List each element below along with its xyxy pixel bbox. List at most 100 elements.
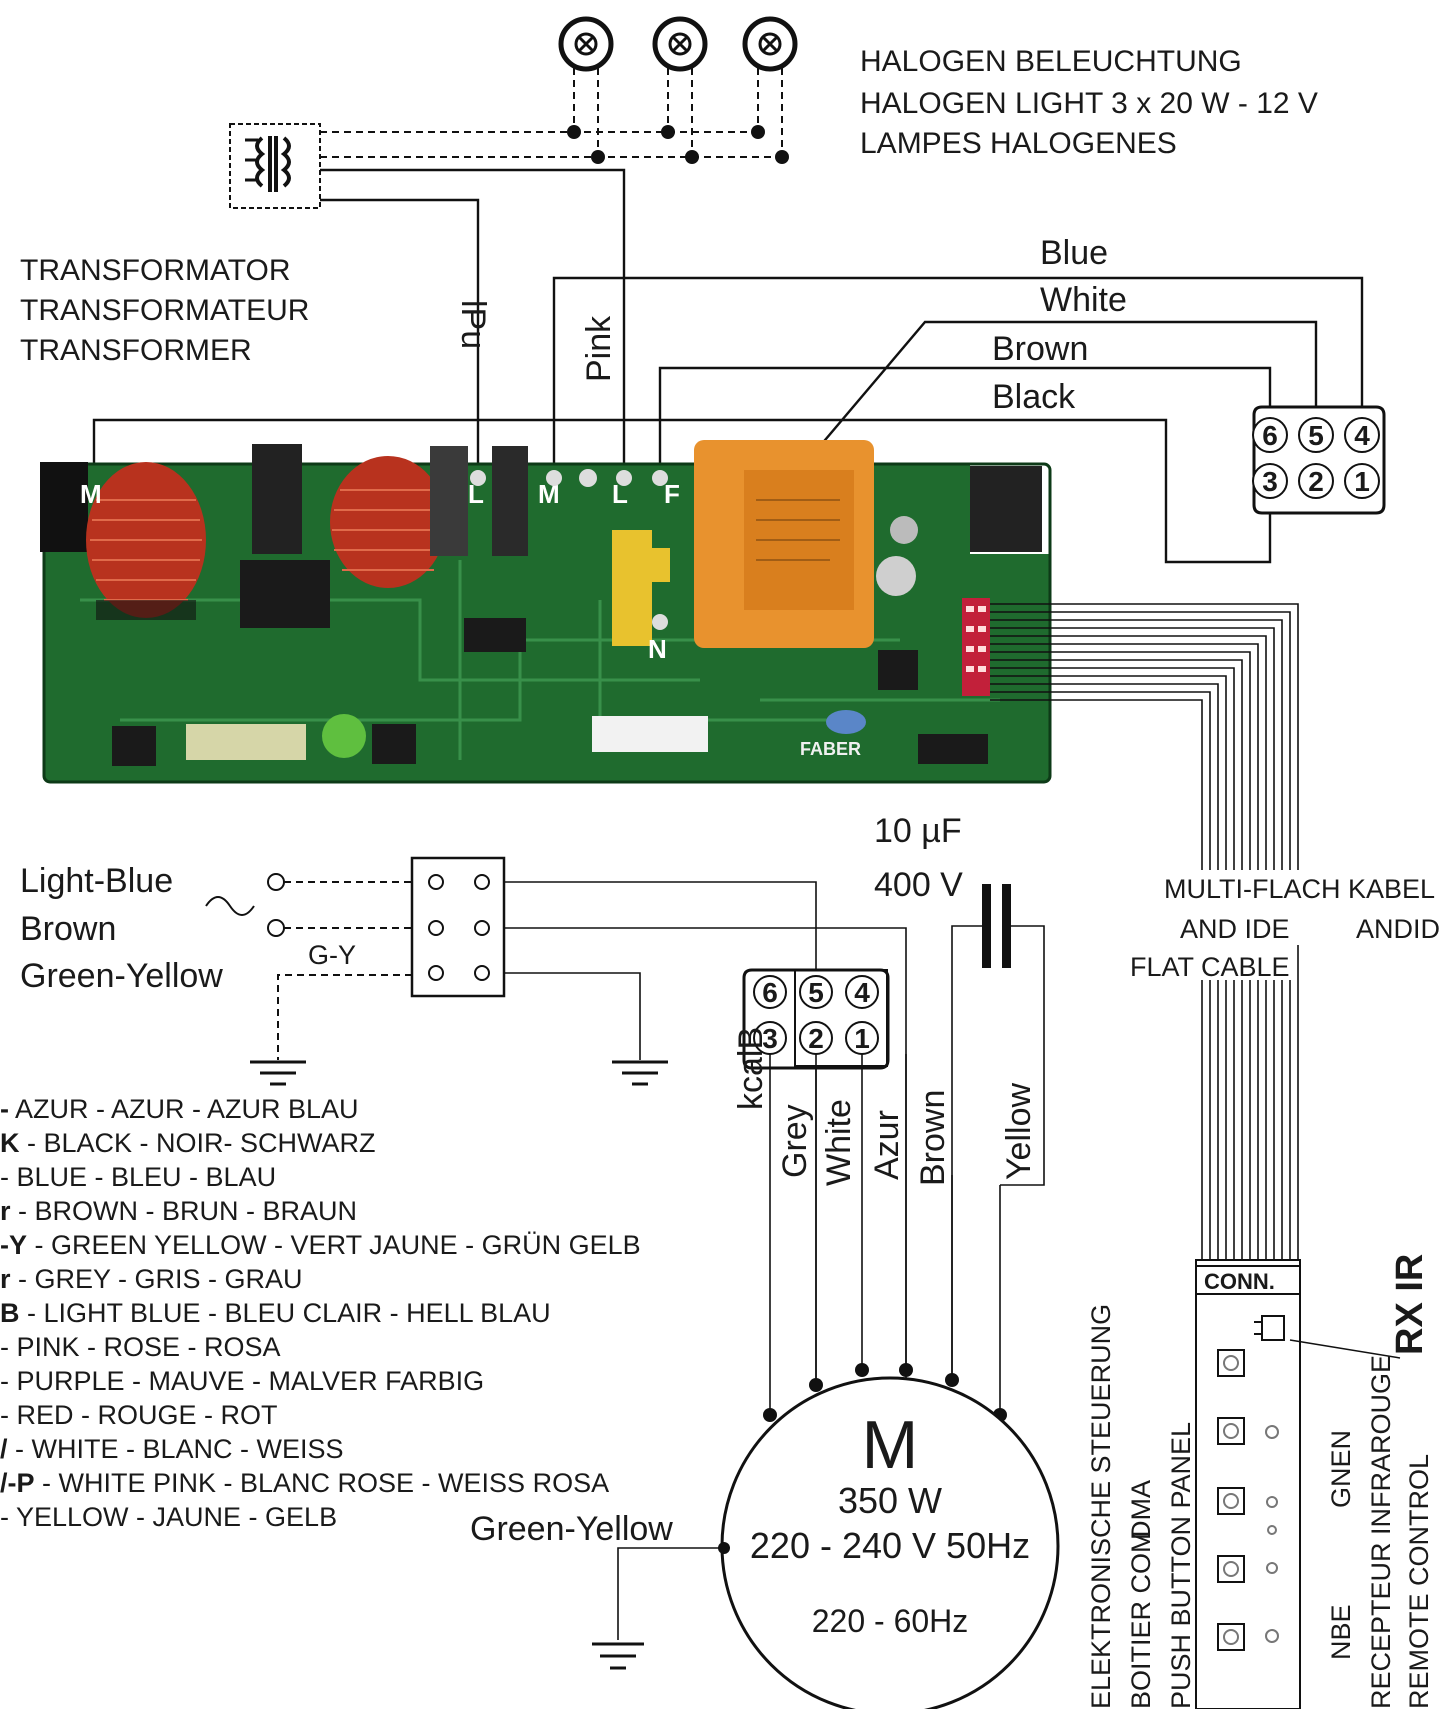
push-button-panel: CONN. bbox=[1195, 1259, 1401, 1709]
mains-gy-label: G-Y bbox=[308, 940, 356, 970]
motor-wire-label-brown: Brown bbox=[914, 1090, 952, 1186]
capacitor-value: 10 µF bbox=[874, 812, 962, 850]
motor-leads bbox=[769, 1054, 1001, 1415]
legend-text: - WHITE - BLANC - WEISS bbox=[8, 1434, 344, 1464]
panel-led-dots bbox=[1265, 1425, 1279, 1643]
legend-text: - PURPLE - MAUVE - MALVER FARBIG bbox=[0, 1366, 484, 1396]
legend-row: - PURPLE - MAUVE - MALVER FARBIG bbox=[0, 1366, 484, 1396]
halogen-lamp-2 bbox=[652, 16, 708, 72]
legend-row: - BLUE - BLEU - BLAU bbox=[0, 1162, 276, 1192]
motor-ground-wire bbox=[617, 1547, 724, 1640]
panel-label-ir-fr: RECEPTEUR INFRAROUGE bbox=[1366, 1355, 1396, 1709]
legend-text: - GREEN YELLOW - VERT JAUNE - GRÜN GELB bbox=[27, 1230, 641, 1260]
motor-wire-label-black: kcalB bbox=[732, 1027, 770, 1110]
connector-motor-pin-5: 5 bbox=[808, 977, 824, 1008]
wire-label-brown: Brown bbox=[992, 330, 1088, 368]
legend-row: -Y - GREEN YELLOW - VERT JAUNE - GRÜN GE… bbox=[0, 1230, 641, 1260]
legend-text: - YELLOW - JAUNE - GELB bbox=[0, 1502, 337, 1532]
flat-cable-label-de: MULTI-FLACH KABEL bbox=[1164, 874, 1435, 904]
board-pin-l2: L bbox=[612, 479, 628, 509]
mains-terminal-dots bbox=[267, 873, 285, 937]
board-transformer bbox=[694, 440, 874, 648]
transformer-label-de: TRANSFORMATOR bbox=[20, 254, 291, 287]
legend-key: r bbox=[0, 1264, 11, 1294]
mains-brown-label: Brown bbox=[20, 910, 116, 948]
panel-label-ir-en: REMOTE CONTROL bbox=[1404, 1454, 1434, 1709]
transformer-label-en: TRANSFORMER bbox=[20, 334, 252, 367]
legend-text: - BROWN - BRUN - BRAUN bbox=[11, 1196, 358, 1226]
legend-key: K bbox=[0, 1128, 20, 1158]
wire-mains-gy-ground bbox=[504, 972, 641, 1060]
wire-label-lpu: lPu bbox=[454, 300, 492, 349]
capacitor-voltage: 400 V bbox=[874, 866, 963, 904]
legend-row: r - BROWN - BRUN - BRAUN bbox=[0, 1196, 357, 1226]
legend-row: / - WHITE - BLANC - WEISS bbox=[0, 1434, 344, 1464]
motor-voltage: 220 - 240 V 50Hz bbox=[750, 1525, 1030, 1566]
connector-top-pin-1: 1 bbox=[1354, 466, 1370, 497]
motor-wire-label-yellow: Yellow bbox=[1000, 1083, 1038, 1180]
panel-conn-label: CONN. bbox=[1204, 1269, 1275, 1294]
wire-label-white: White bbox=[1040, 281, 1127, 319]
connector-motor-pin-6: 6 bbox=[762, 977, 778, 1008]
motor-power: 350 W bbox=[838, 1480, 942, 1521]
panel-label-fr-suffix: DMA bbox=[1126, 1480, 1156, 1540]
mains-light-blue-label: Light-Blue bbox=[20, 862, 173, 900]
legend-text: - LIGHT BLUE - BLEU CLAIR - HELL BLAU bbox=[20, 1298, 551, 1328]
board-pin-m1: M bbox=[80, 479, 102, 509]
legend-text: - GREY - GRIS - GRAU bbox=[11, 1264, 303, 1294]
legend-row: /-P - WHITE PINK - BLANC ROSE - WEISS RO… bbox=[0, 1468, 609, 1498]
mains-green-yellow-label: Green-Yellow bbox=[20, 957, 223, 995]
motor-alt-voltage: 220 - 60Hz bbox=[812, 1603, 969, 1639]
legend-row: - RED - ROUGE - ROT bbox=[0, 1400, 278, 1430]
legend-key: /-P bbox=[0, 1468, 35, 1498]
wire-blue bbox=[552, 276, 1364, 478]
ground-icon-2 bbox=[612, 1060, 668, 1086]
board-pin-f: F bbox=[664, 479, 680, 509]
motor-m-label: M bbox=[862, 1407, 919, 1483]
choke-coil-1 bbox=[86, 462, 206, 620]
connector-top-pin-2: 2 bbox=[1308, 466, 1324, 497]
transformer-symbol bbox=[229, 123, 321, 209]
motor-wire-label-white: White bbox=[820, 1099, 858, 1186]
transformer-label-fr: TRANSFORMATEUR bbox=[20, 294, 309, 327]
panel-button-5 bbox=[1217, 1623, 1245, 1651]
legend-key: r bbox=[0, 1196, 11, 1226]
color-legend: - AZUR - AZUR - AZUR BLAU K - BLACK - NOI… bbox=[0, 1094, 641, 1532]
panel-label-fr: BOITIER COM bbox=[1126, 1530, 1156, 1709]
motor-wire-label-grey: Grey bbox=[776, 1104, 814, 1178]
halogen-lamp-3 bbox=[742, 16, 798, 72]
connector-motor-pin-3: 3 bbox=[762, 1023, 778, 1054]
panel-button-2 bbox=[1217, 1417, 1245, 1445]
halogen-lamps bbox=[320, 16, 798, 164]
connector-motor-pin-2: 2 bbox=[808, 1023, 824, 1054]
legend-row: - AZUR - AZUR - AZUR BLAU bbox=[0, 1094, 359, 1124]
halogen-label-en: HALOGEN LIGHT 3 x 20 W - 12 V bbox=[860, 87, 1318, 120]
wire-transformer-l bbox=[320, 168, 626, 478]
connector-motor: 6 5 4 3 2 1 bbox=[742, 968, 890, 1070]
wire-label-pink: Pink bbox=[580, 315, 618, 382]
legend-key: B bbox=[0, 1298, 20, 1328]
panel-button-1 bbox=[1217, 1349, 1245, 1377]
panel-label-nbe: NBE bbox=[1326, 1604, 1356, 1660]
legend-text: - WHITE PINK - BLANC ROSE - WEISS ROSA bbox=[35, 1468, 610, 1498]
halogen-lamp-1 bbox=[558, 16, 614, 72]
halogen-label-de: HALOGEN BELEUCHTUNG bbox=[860, 45, 1242, 78]
board-pin-n: N bbox=[648, 634, 667, 664]
connector-top-pin-5: 5 bbox=[1308, 420, 1324, 451]
legend-row: K - BLACK - NOIR- SCHWARZ bbox=[0, 1128, 376, 1158]
connector-motor-pin-1: 1 bbox=[854, 1023, 870, 1054]
motor-symbol: M 350 W 220 - 240 V 50Hz 220 - 60Hz bbox=[720, 1376, 1060, 1709]
ground-icon-1 bbox=[250, 1060, 306, 1086]
legend-key: / bbox=[0, 1434, 8, 1464]
wire-brown-top bbox=[658, 366, 1272, 478]
legend-text: - PINK - ROSE - ROSA bbox=[0, 1332, 281, 1362]
legend-row: - YELLOW - JAUNE - GELB bbox=[0, 1502, 337, 1532]
ac-symbol-icon bbox=[205, 896, 255, 916]
motor-ground-label: Green-Yellow bbox=[470, 1510, 673, 1548]
panel-button-4 bbox=[1217, 1555, 1245, 1583]
legend-text: - BLACK - NOIR- SCHWARZ bbox=[20, 1128, 376, 1158]
ground-icon-3 bbox=[592, 1642, 644, 1670]
wire-purple bbox=[320, 198, 480, 478]
